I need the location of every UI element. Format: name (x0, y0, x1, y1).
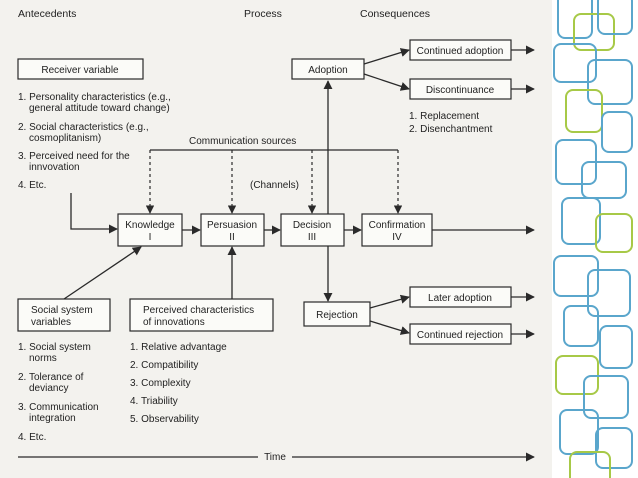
deco-tile (565, 89, 603, 133)
deco-tile (587, 269, 631, 317)
social-system-item: norms (29, 353, 57, 364)
receiver-variable-label: Receiver variable (41, 65, 119, 76)
stage-confirmation-numeral: IV (392, 232, 402, 243)
innovation-decision-process-diagram: Antecedents Process Consequences Receive… (17, 8, 535, 463)
rejection-to-continued-arrow (369, 320, 410, 335)
stage-persuasion-name: Persuasion (207, 220, 257, 231)
social-system-item: integration (29, 413, 76, 424)
receiver-item: general attitude toward change) (29, 103, 170, 114)
receiver-to-knowledge-arrow (70, 193, 118, 234)
social-system-list: 1. Social system norms 2. Tolerance of d… (18, 342, 99, 443)
receiver-variable-list: 1. Personality characteristics (e.g., ge… (18, 92, 171, 191)
receiver-item: 3. Perceived need for the (18, 151, 130, 162)
deco-tile (553, 255, 599, 297)
social-system-item: 4. Etc. (18, 432, 46, 443)
discontinuance-label: Discontinuance (426, 85, 495, 96)
perceived-list: 1. Relative advantage 2. Compatibility 3… (130, 342, 227, 425)
receiver-item: 2. Social characteristics (e.g., (18, 122, 149, 133)
adoption-to-discontinuance-arrow (363, 73, 410, 91)
deco-tile (587, 59, 633, 105)
perceived-item: 5. Observability (130, 414, 199, 425)
social-system-item: 1. Social system (18, 342, 91, 353)
discontinuance-item: 2. Disenchantment (409, 124, 493, 135)
header-process: Process (244, 8, 282, 20)
communication-sources-label: Communication sources (189, 136, 296, 147)
perceived-item: 4. Triability (130, 396, 178, 407)
later-adoption-label: Later adoption (428, 293, 492, 304)
adoption-to-continued-arrow (363, 48, 410, 65)
deco-tile (581, 161, 627, 199)
social-system-item: 2. Tolerance of (18, 372, 84, 383)
social-system-label-line2: variables (31, 317, 71, 328)
social-system-item: deviancy (29, 383, 68, 394)
deco-tile (553, 43, 597, 83)
stage-decision-box (280, 213, 345, 247)
social-system-item: 3. Communication (18, 402, 99, 413)
adoption-box (291, 58, 365, 80)
deco-tile (595, 427, 633, 469)
receiver-item: innvovation (29, 162, 80, 173)
deco-tile (595, 213, 633, 253)
deco-tile (563, 305, 599, 347)
social-system-to-knowledge-arrow (63, 246, 142, 300)
stage-knowledge-numeral: I (149, 232, 152, 243)
perceived-characteristics-box (129, 298, 274, 332)
receiver-item: cosmoplitanism) (29, 133, 101, 144)
receiver-variable-box (17, 58, 144, 80)
stage-knowledge-name: Knowledge (125, 220, 175, 231)
social-system-box (17, 298, 111, 332)
time-label: Time (264, 452, 286, 463)
deco-tile (561, 197, 601, 245)
stage-decision-name: Decision (293, 220, 331, 231)
stage-confirmation-name: Confirmation (369, 220, 426, 231)
rejection-box (303, 301, 371, 327)
perceived-item: 3. Complexity (130, 378, 191, 389)
receiver-item: 4. Etc. (18, 180, 46, 191)
header-consequences: Consequences (360, 8, 430, 20)
stage-decision-numeral: III (308, 232, 316, 243)
deco-tile (601, 111, 633, 153)
rejection-to-later-arrow (369, 294, 410, 309)
stage-persuasion-box (200, 213, 265, 247)
channels-label: (Channels) (250, 180, 299, 191)
social-system-label-line1: Social system (31, 305, 93, 316)
deco-tile (569, 451, 611, 478)
perceived-item: 2. Compatibility (130, 360, 198, 371)
stage-knowledge-box (117, 213, 183, 247)
header-antecedents: Antecedents (18, 8, 76, 20)
decorative-pattern (552, 0, 638, 478)
stage-persuasion-numeral: II (229, 232, 235, 243)
deco-tile (559, 409, 599, 455)
deco-tile (573, 13, 615, 51)
rejection-label: Rejection (316, 310, 358, 321)
perceived-label-line1: Perceived characteristics (143, 305, 254, 316)
continued-rejection-label: Continued rejection (417, 330, 503, 341)
receiver-item: 1. Personality characteristics (e.g., (18, 92, 171, 103)
deco-tile (597, 0, 633, 35)
perceived-label-line2: of innovations (143, 317, 205, 328)
discontinuance-item: 1. Replacement (409, 111, 479, 122)
perceived-item: 1. Relative advantage (130, 342, 227, 353)
continued-adoption-label: Continued adoption (417, 46, 504, 57)
adoption-label: Adoption (308, 65, 347, 76)
deco-tile (583, 375, 629, 419)
deco-tile (599, 325, 633, 369)
